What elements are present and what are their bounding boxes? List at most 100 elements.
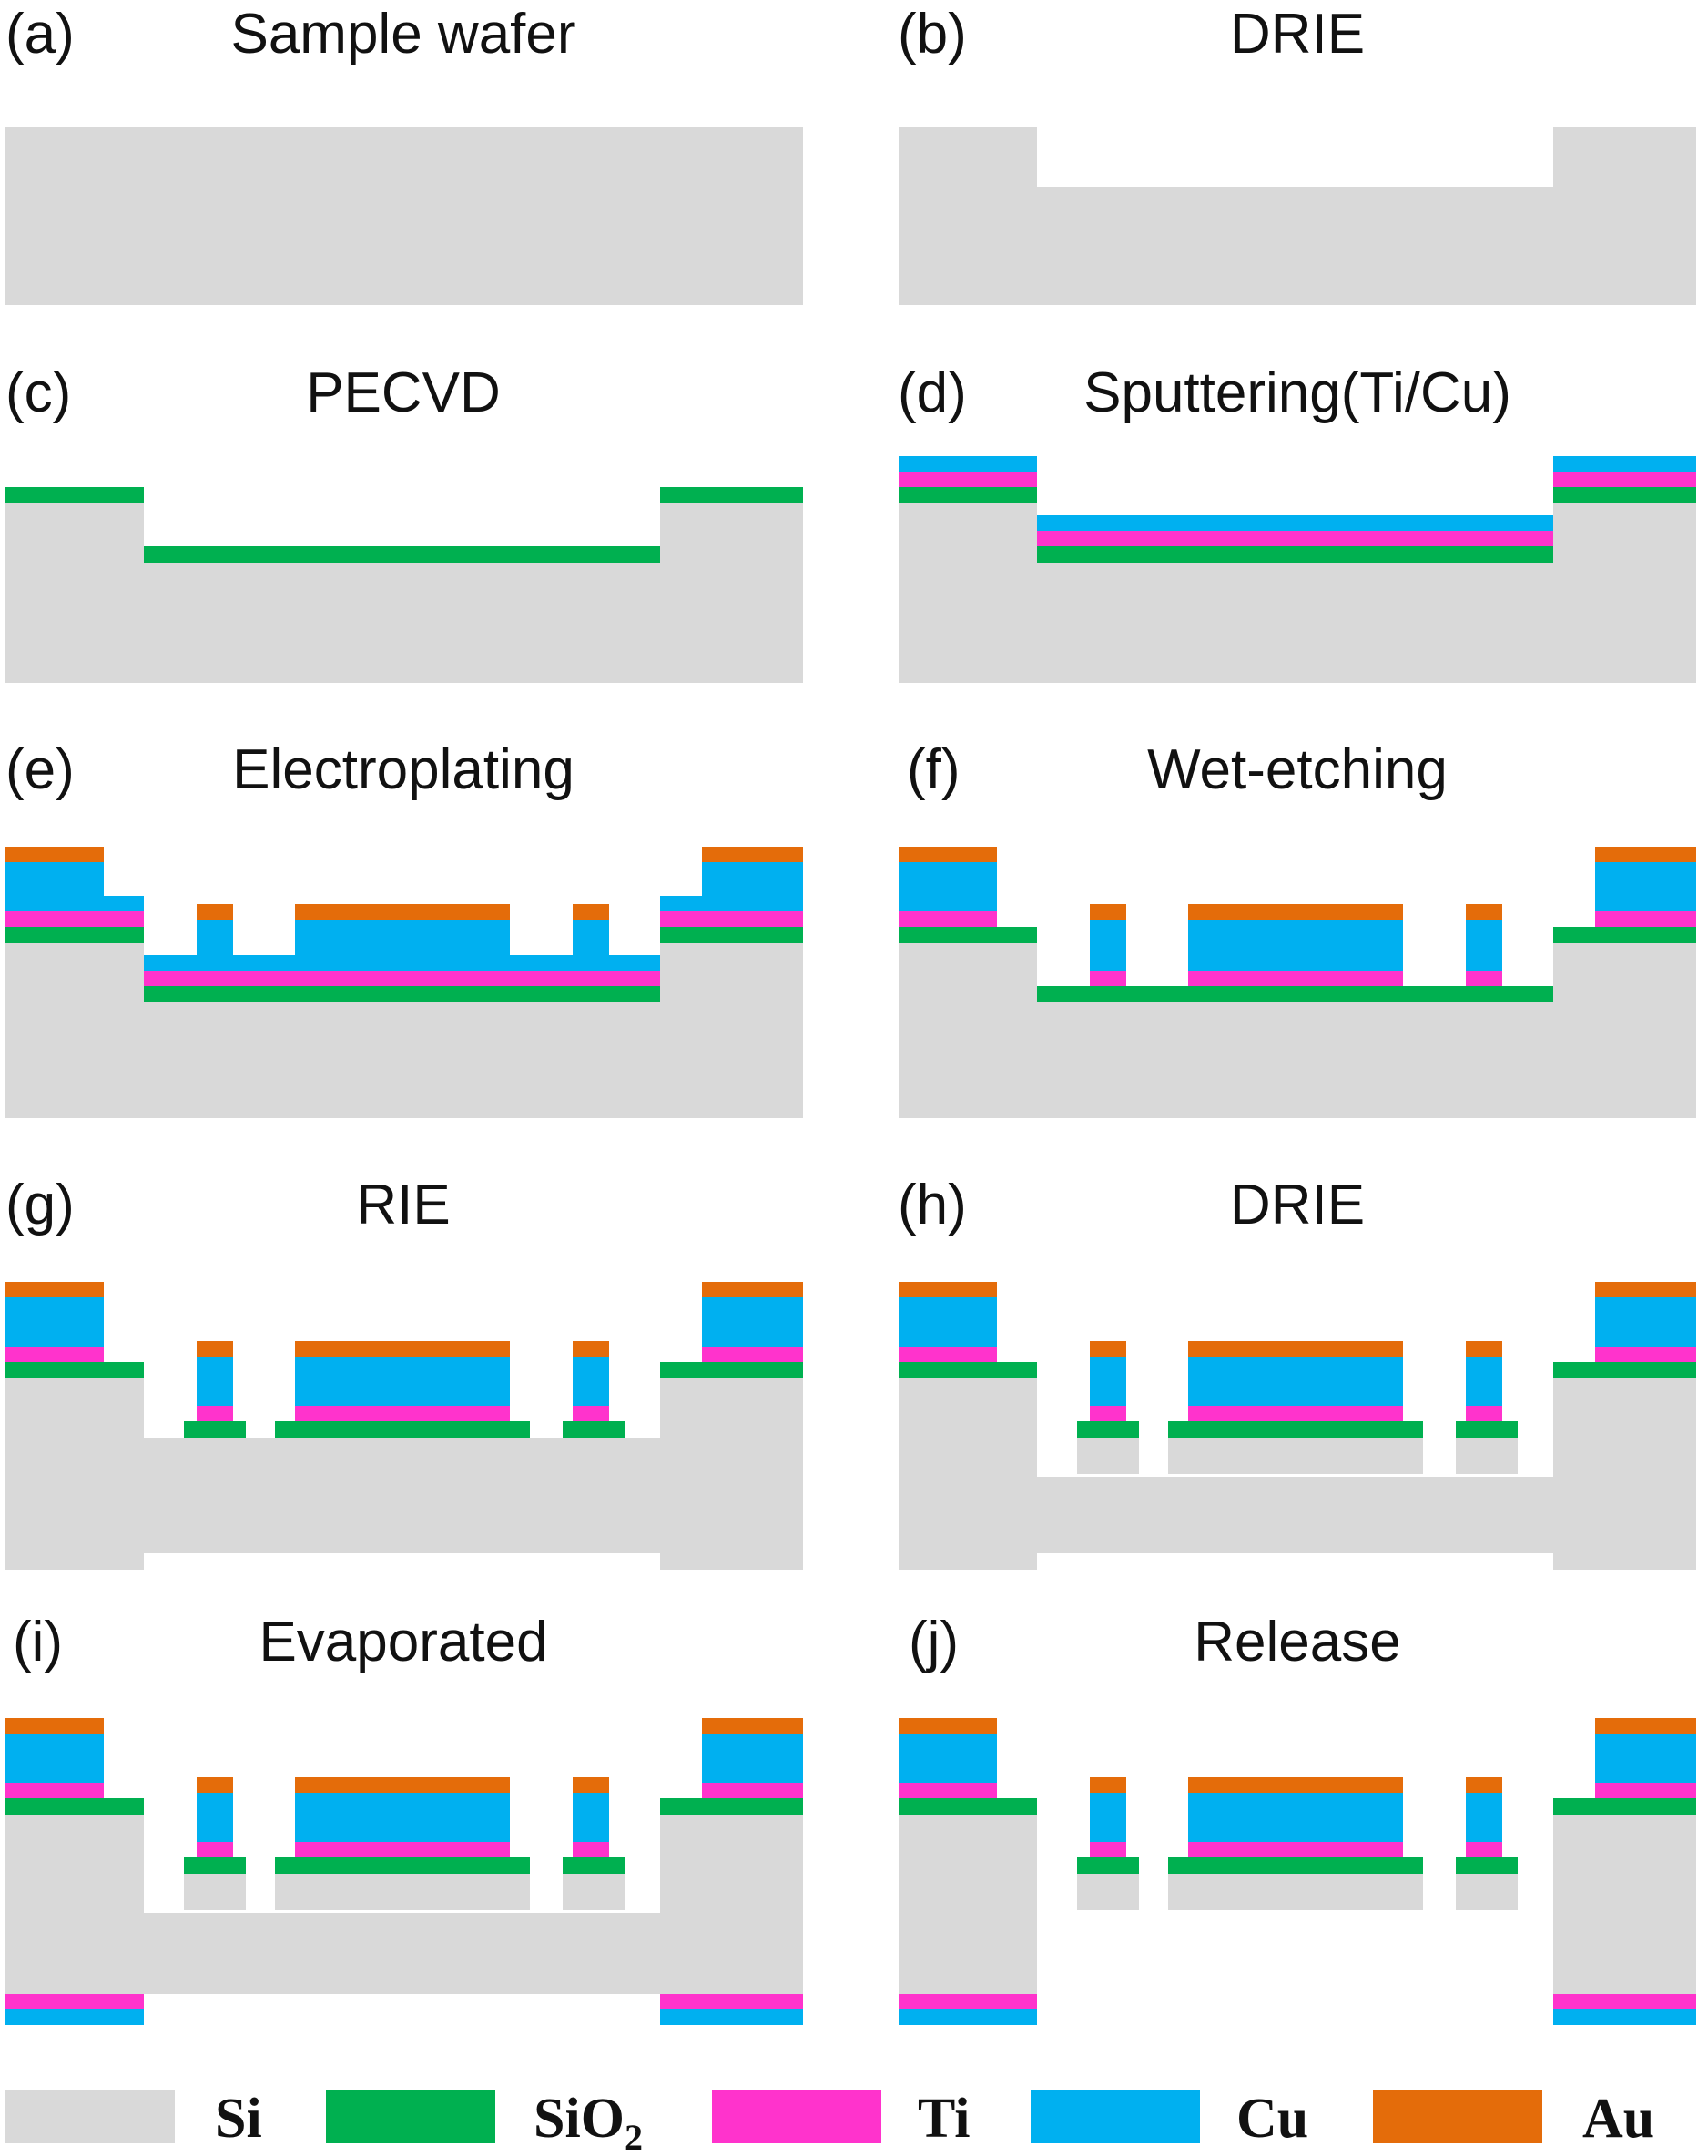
au-right	[1595, 1718, 1696, 1734]
sio2-cavity	[144, 546, 660, 563]
ti-adhesion	[1553, 472, 1696, 487]
au-right	[702, 1282, 803, 1297]
au-feature	[1466, 904, 1502, 920]
si-island	[1168, 1438, 1423, 1474]
legend-swatch-si	[5, 2090, 175, 2143]
au-right	[1595, 1282, 1696, 1297]
ti-feature	[573, 1842, 609, 1857]
panel-i-title: Evaporated	[259, 1611, 547, 1673]
ti-feature	[1466, 1842, 1502, 1857]
ti-feature	[1188, 1842, 1403, 1857]
ti-left	[899, 1347, 997, 1362]
panel-f-wafer	[899, 847, 1696, 1118]
si-right-plateau	[660, 927, 803, 1118]
ti-feature	[295, 1406, 510, 1421]
legend: Si SiO2 Ti Cu Au	[5, 2088, 1654, 2156]
ti-backside	[5, 1994, 144, 2009]
au-feature	[573, 1341, 609, 1357]
au-feature	[1188, 904, 1403, 920]
cu-seed	[1037, 515, 1553, 531]
si-left-plateau	[5, 1378, 144, 1570]
sio2-left	[5, 927, 144, 943]
ti-backside	[1553, 1994, 1696, 2009]
sio2-island	[1077, 1857, 1139, 1874]
panel-c-label: (c)	[5, 361, 71, 424]
au-left	[899, 1718, 997, 1734]
au-feature	[197, 904, 233, 920]
panel-h-wafer	[899, 1282, 1696, 1570]
cu-backside	[899, 2009, 1037, 2025]
panel-f-title: Wet-etching	[1147, 738, 1448, 801]
etched-cavity	[1037, 127, 1553, 187]
sio2-island	[1168, 1857, 1423, 1874]
sio2-right	[660, 1362, 803, 1378]
si-cavity-floor	[144, 986, 660, 1118]
panel-a-label: (a)	[5, 3, 75, 66]
panel-a-wafer	[5, 127, 803, 305]
cu-feature	[573, 920, 609, 955]
si-right-plateau	[660, 1378, 803, 1570]
si-island	[1168, 1874, 1423, 1910]
panel-d-label: (d)	[898, 361, 967, 424]
si-cavity-floor	[144, 546, 660, 683]
cu-feature	[197, 1357, 233, 1406]
panel-f-label: (f)	[907, 738, 961, 801]
sio2-island	[275, 1857, 530, 1874]
cu-right	[1595, 1297, 1696, 1347]
sio2-island	[184, 1421, 246, 1438]
sio2-right	[1553, 1362, 1696, 1378]
au-left	[899, 1282, 997, 1297]
si-floor	[1037, 1477, 1553, 1553]
ti-right	[1595, 1783, 1696, 1798]
panel-j-label: (j)	[909, 1611, 959, 1673]
cu-right	[702, 862, 803, 896]
ti-cavity	[144, 971, 660, 986]
legend-label-au: Au	[1582, 2088, 1654, 2150]
sio2-left	[899, 927, 1037, 943]
si-left-plateau	[899, 1378, 1037, 1570]
ti-feature	[1090, 1842, 1126, 1857]
cu-feature	[1090, 920, 1126, 971]
cu-feature	[295, 1793, 510, 1842]
au-feature	[1090, 904, 1126, 920]
ti-feature	[1090, 1406, 1126, 1421]
panel-b-wafer	[899, 127, 1696, 305]
si-island	[1077, 1874, 1139, 1910]
si-right-plateau	[1553, 1378, 1696, 1570]
ti-left	[5, 1783, 104, 1798]
si-substrate	[5, 127, 803, 305]
ti-right	[1595, 1347, 1696, 1362]
cu-seed-cavity	[144, 955, 660, 971]
sio2-cavity	[144, 986, 660, 1002]
au-left	[5, 1282, 104, 1297]
legend-swatch-au	[1373, 2090, 1542, 2143]
cu-feature	[1090, 1793, 1126, 1842]
legend-label-sio2-main: SiO	[534, 2088, 625, 2150]
cu-seed-right	[660, 896, 803, 911]
si-island	[563, 1874, 625, 1910]
ti-feature	[1466, 971, 1502, 986]
cu-feature	[295, 920, 510, 955]
legend-label-si: Si	[215, 2088, 262, 2150]
panel-b-label: (b)	[898, 3, 967, 66]
panel-e-title: Electroplating	[232, 738, 574, 801]
si-island	[1456, 1874, 1518, 1910]
ti-left	[5, 911, 144, 927]
legend-swatch-sio2	[326, 2090, 495, 2143]
au-feature	[295, 904, 510, 920]
sio2-right	[1553, 927, 1696, 943]
panel-h-title: DRIE	[1230, 1174, 1365, 1236]
sio2-cavity	[1037, 986, 1553, 1002]
au-feature	[1090, 1341, 1126, 1357]
si-island	[1456, 1438, 1518, 1474]
cu-seed	[1553, 456, 1696, 472]
cu-right	[1595, 1734, 1696, 1783]
ti-adhesion	[899, 472, 1037, 487]
cu-feature	[197, 1793, 233, 1842]
si-floor	[144, 1913, 660, 1994]
panel-c-wafer	[5, 487, 803, 683]
au-feature	[295, 1341, 510, 1357]
cu-left	[899, 1297, 997, 1347]
ti-right	[660, 911, 803, 927]
si-left-plateau	[899, 487, 1037, 683]
